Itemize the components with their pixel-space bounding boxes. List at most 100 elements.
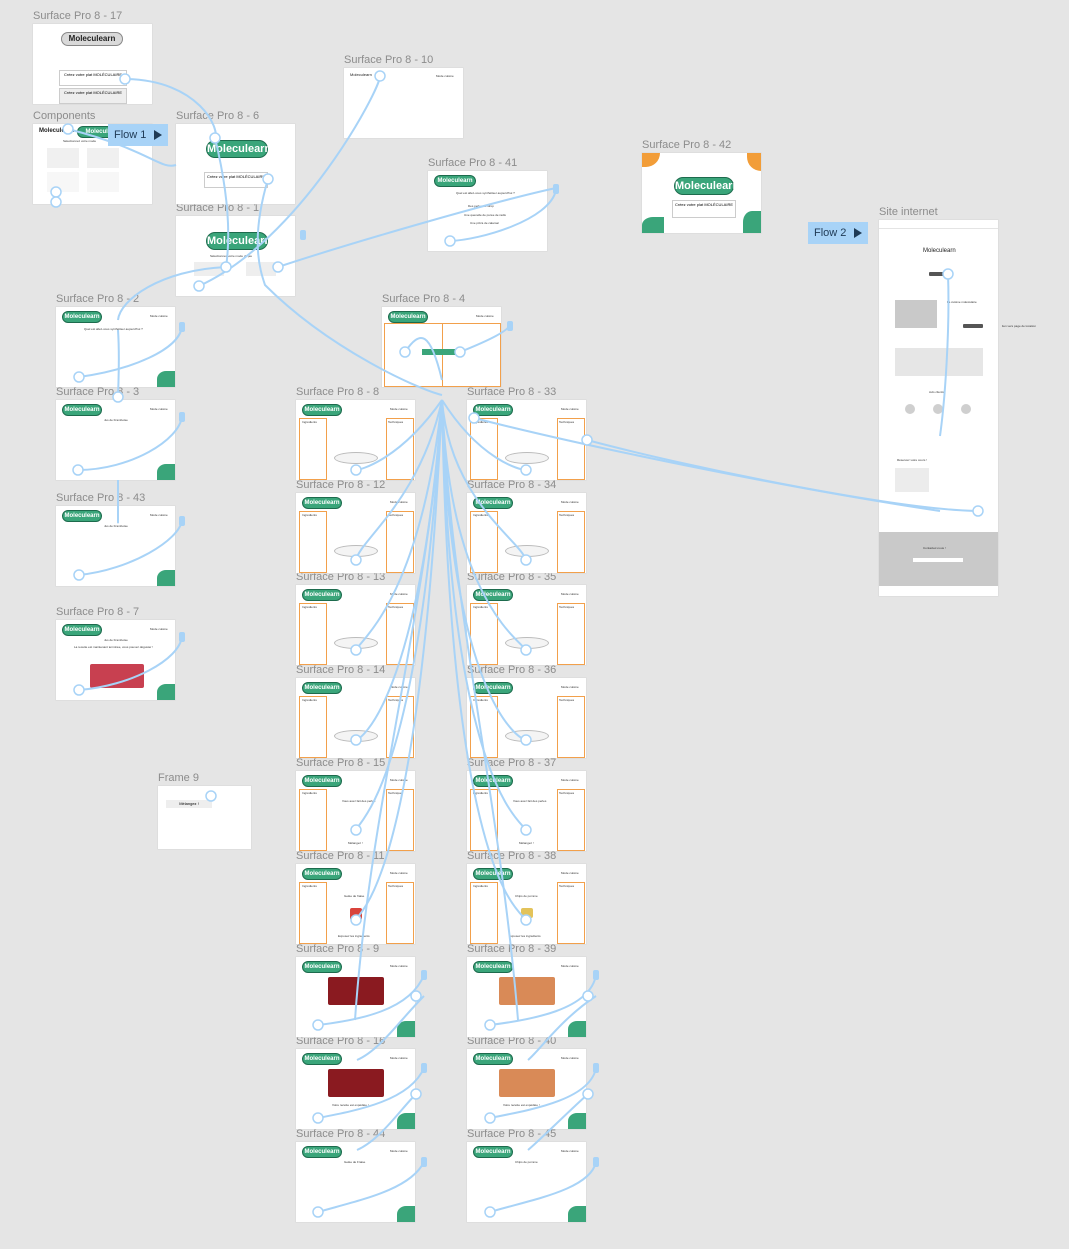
- ingredients-panel[interactable]: [470, 882, 498, 944]
- create-dish-button-hover[interactable]: Créez votre plat MOLÉCULAIRE: [59, 88, 127, 104]
- connection-handle[interactable]: [553, 184, 559, 194]
- newsletter-input[interactable]: [913, 558, 963, 562]
- connection-handle[interactable]: [593, 970, 599, 980]
- connection-handle[interactable]: [421, 1063, 427, 1073]
- frame-2[interactable]: Moleculearn Mode cuisine Quel est allez-…: [56, 307, 175, 387]
- frame-38[interactable]: Moleculearn Mode cuisine Ingrédients Tec…: [467, 864, 586, 944]
- right-panel[interactable]: [442, 323, 501, 387]
- ingredients-panel[interactable]: [470, 696, 498, 758]
- flow-2-badge[interactable]: Flow 2: [808, 222, 869, 244]
- faq-list[interactable]: [895, 348, 983, 376]
- site-more-button[interactable]: [963, 324, 983, 328]
- frame-label-41[interactable]: Surface Pro 8 - 41: [428, 157, 518, 169]
- frame-label-17[interactable]: Surface Pro 8 - 17: [33, 10, 123, 22]
- frame-33[interactable]: Moleculearn Mode cuisine Ingrédients Tec…: [467, 400, 586, 480]
- frame-6[interactable]: Moleculearn Créez votre plat MOLÉCULAIRE: [176, 124, 295, 204]
- ingredients-panel[interactable]: [299, 882, 327, 944]
- ingredients-panel[interactable]: [299, 418, 327, 480]
- techniques-panel[interactable]: [557, 882, 585, 944]
- ingredients-panel[interactable]: [470, 603, 498, 665]
- frame-35[interactable]: Moleculearn Mode cuisine Ingrédients Tec…: [467, 585, 586, 665]
- connection-handle[interactable]: [421, 970, 427, 980]
- frame-40[interactable]: Moleculearn Mode cuisine Votre recette e…: [467, 1049, 586, 1129]
- techniques-panel[interactable]: [386, 696, 414, 758]
- techniques-panel[interactable]: [557, 511, 585, 573]
- techniques-panel[interactable]: [557, 603, 585, 665]
- techniques-panel[interactable]: [386, 418, 414, 480]
- frame-label-45[interactable]: Surface Pro 8 - 45: [467, 1128, 557, 1140]
- connection-handle[interactable]: [179, 516, 185, 526]
- ingredients-panel[interactable]: [299, 789, 327, 851]
- site-frame[interactable]: Moleculearn La cuisine moléculaire Avis …: [879, 220, 998, 596]
- techniques-panel[interactable]: [557, 789, 585, 851]
- frame-label-15[interactable]: Surface Pro 8 - 15: [296, 757, 386, 769]
- techniques-panel[interactable]: [386, 603, 414, 665]
- techniques-panel[interactable]: [557, 418, 585, 480]
- frame-label-42[interactable]: Surface Pro 8 - 42: [642, 139, 732, 151]
- left-panel[interactable]: [384, 323, 443, 387]
- mode-card-1[interactable]: [194, 262, 224, 276]
- frame-15[interactable]: Moleculearn Mode cuisine Ingrédients Tec…: [296, 771, 415, 851]
- frame-9-small[interactable]: Mélangez !: [158, 786, 251, 849]
- create-dish-button[interactable]: Créez votre plat MOLÉCULAIRE: [204, 172, 268, 188]
- frame-3[interactable]: Moleculearn Mode cuisine Jus de Frambois…: [56, 400, 175, 480]
- calendar[interactable]: [895, 468, 929, 492]
- frame-7[interactable]: Moleculearn Mode cuisine Jus de Frambois…: [56, 620, 175, 700]
- connection-handle[interactable]: [179, 322, 185, 332]
- connection-handle[interactable]: [179, 412, 185, 422]
- flow-1-badge[interactable]: Flow 1: [108, 124, 169, 146]
- frame-label-11[interactable]: Surface Pro 8 - 11: [296, 850, 385, 862]
- frame-label-43[interactable]: Surface Pro 8 - 43: [56, 492, 146, 504]
- connection-handle[interactable]: [507, 321, 513, 331]
- techniques-panel[interactable]: [557, 696, 585, 758]
- mix-button[interactable]: Mélangez !: [348, 841, 363, 845]
- frame-36[interactable]: Moleculearn Mode cuisine Ingrédients Tec…: [467, 678, 586, 758]
- frame-label-8[interactable]: Surface Pro 8 - 8: [296, 386, 380, 398]
- frame-9[interactable]: Moleculearn Mode cuisine: [296, 957, 415, 1037]
- frame-label-12[interactable]: Surface Pro 8 - 12: [296, 479, 386, 491]
- frame-label-38[interactable]: Surface Pro 8 - 38: [467, 850, 557, 862]
- frame-4[interactable]: Moleculearn Mode cuisine: [382, 307, 501, 387]
- frame-label-36[interactable]: Surface Pro 8 - 36: [467, 664, 557, 676]
- frame-11[interactable]: Moleculearn Mode cuisine Ingrédients Tec…: [296, 864, 415, 944]
- frame-39[interactable]: Moleculearn Mode cuisine: [467, 957, 586, 1037]
- ingredients-panel[interactable]: [470, 418, 498, 480]
- frame-label-44[interactable]: Surface Pro 8 - 44: [296, 1128, 386, 1140]
- connection-handle[interactable]: [593, 1157, 599, 1167]
- frame-label-6[interactable]: Surface Pro 8 - 6: [176, 110, 260, 122]
- frame-label-39[interactable]: Surface Pro 8 - 39: [467, 943, 557, 955]
- frame-1[interactable]: Moleculearn Sélectionnez votre mode de j…: [176, 216, 295, 296]
- expose-button[interactable]: Exposez les ingrédients: [338, 934, 370, 938]
- techniques-panel[interactable]: [386, 882, 414, 944]
- frame-label-3[interactable]: Surface Pro 8 - 3: [56, 386, 140, 398]
- frame-label-14[interactable]: Surface Pro 8 - 14: [296, 664, 386, 676]
- frame-42[interactable]: Moleculearn Créez votre plat MOLÉCULAIRE: [642, 153, 761, 233]
- option-1[interactable]: Des perles de sirop: [468, 204, 494, 208]
- frame-label-site[interactable]: Site internet: [879, 206, 938, 218]
- ingredients-panel[interactable]: [470, 789, 498, 851]
- frame-label-9[interactable]: Surface Pro 8 - 9: [296, 943, 380, 955]
- ingredients-panel[interactable]: [299, 511, 327, 573]
- frame-label-10[interactable]: Surface Pro 8 - 10: [344, 54, 434, 66]
- frame-label-34[interactable]: Surface Pro 8 - 34: [467, 479, 557, 491]
- expose-button[interactable]: Exposez les ingrédients: [509, 934, 541, 938]
- frame-label-frame9[interactable]: Frame 9: [158, 772, 199, 784]
- ingredients-panel[interactable]: [299, 696, 327, 758]
- mix-button[interactable]: Mélangez !: [519, 841, 534, 845]
- frame-45[interactable]: Moleculearn Mode cuisine Chips de pomme: [467, 1142, 586, 1222]
- mix-button[interactable]: Mélangez !: [166, 800, 212, 808]
- frame-16[interactable]: Moleculearn Mode cuisine Votre recette e…: [296, 1049, 415, 1129]
- frame-8[interactable]: Moleculearn Mode cuisine Ingrédients Tec…: [296, 400, 415, 480]
- frame-10[interactable]: Moleculearn Mode cuisine: [344, 68, 463, 138]
- frame-label-37[interactable]: Surface Pro 8 - 37: [467, 757, 557, 769]
- frame-37[interactable]: Moleculearn Mode cuisine Ingrédients Tec…: [467, 771, 586, 851]
- frame-label-components[interactable]: Components: [33, 110, 96, 122]
- frame-44[interactable]: Moleculearn Mode cuisine Gelée de Fraise: [296, 1142, 415, 1222]
- site-cta[interactable]: [929, 272, 947, 276]
- techniques-panel[interactable]: [386, 511, 414, 573]
- frame-label-7[interactable]: Surface Pro 8 - 7: [56, 606, 140, 618]
- frame-label-2[interactable]: Surface Pro 8 - 2: [56, 293, 140, 305]
- connection-handle[interactable]: [179, 632, 185, 642]
- frame-41[interactable]: Moleculearn Quel est allez-vous synthéti…: [428, 171, 547, 251]
- ingredients-panel[interactable]: [299, 603, 327, 665]
